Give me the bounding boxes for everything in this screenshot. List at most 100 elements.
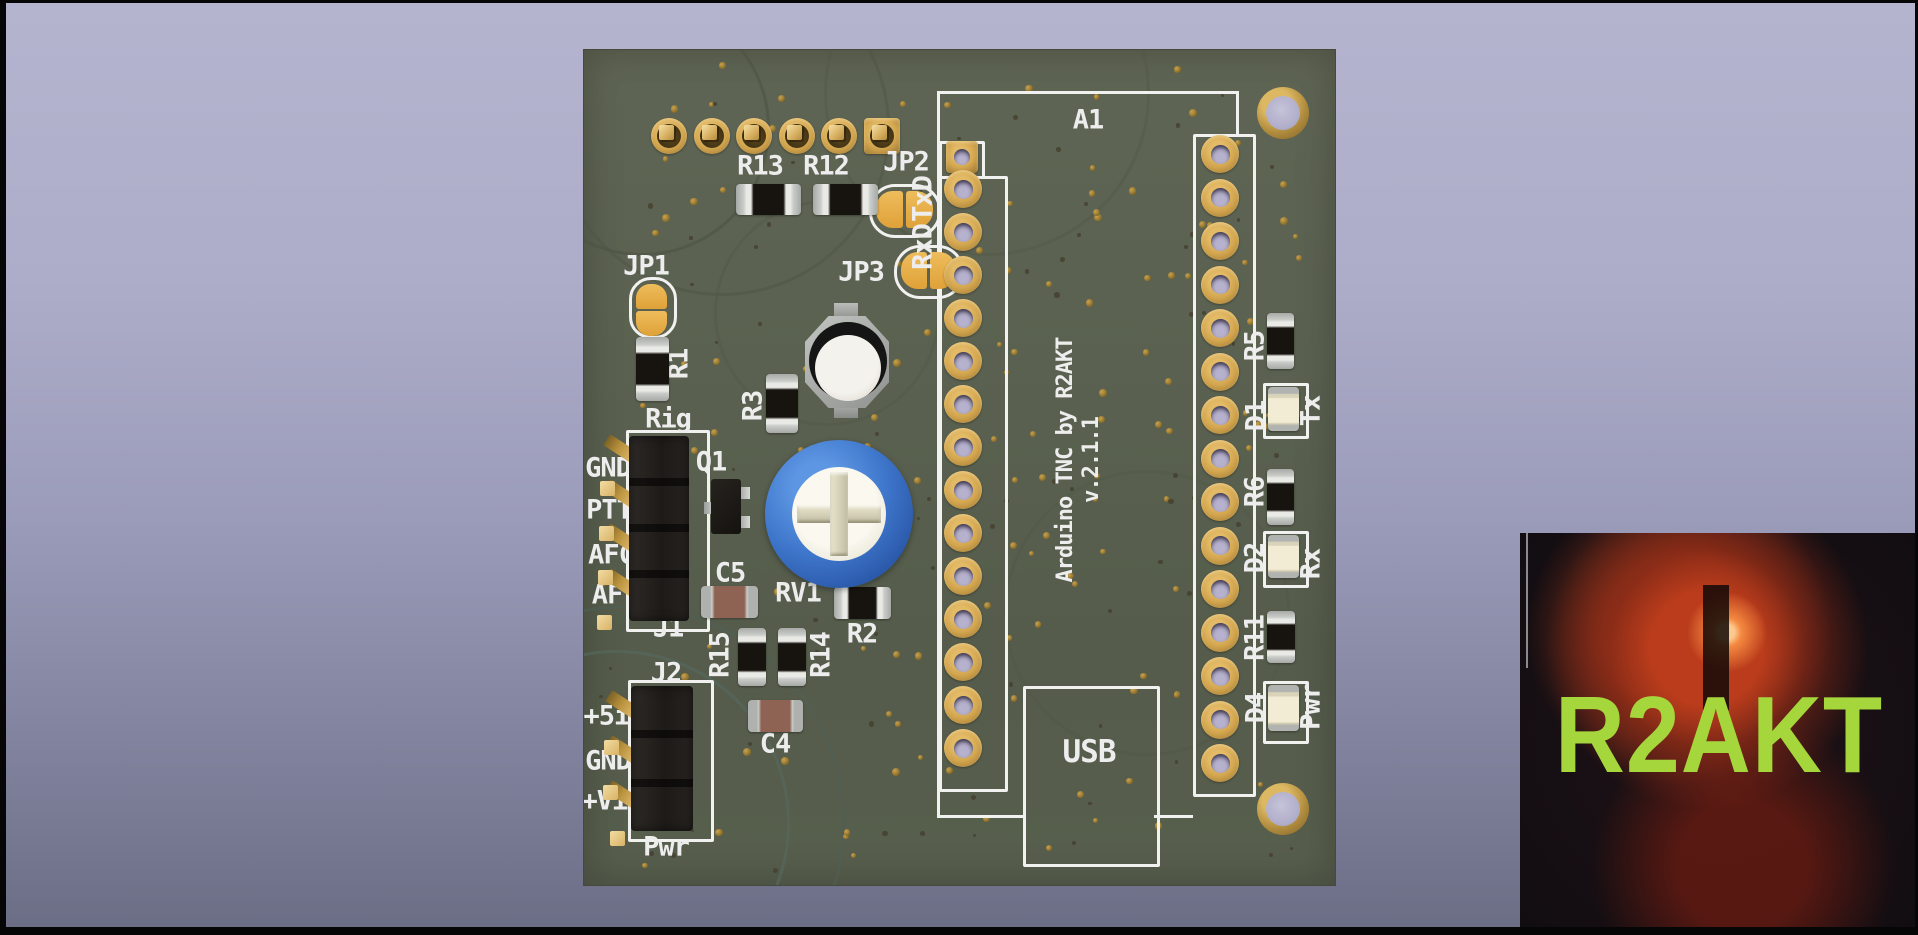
via-dot (1163, 496, 1169, 502)
logo-lamp-post (1703, 585, 1729, 710)
via-dot (1279, 181, 1288, 189)
via-dot (670, 105, 679, 113)
via-dot (1009, 541, 1017, 549)
silk-label-rig: Rig (645, 403, 692, 435)
capacitor-C5 (701, 586, 758, 618)
via-dot (893, 651, 901, 659)
header-pad (1201, 396, 1239, 434)
header-pad-hole (953, 523, 973, 543)
via-dot (1187, 591, 1193, 597)
via-dot (740, 398, 746, 404)
silk-label-usb: USB (1062, 734, 1117, 770)
via-dot (680, 360, 687, 367)
via-dot (1295, 254, 1302, 261)
led-d4-outline (1263, 681, 1309, 744)
via-dot (1235, 522, 1241, 528)
via-dot (1189, 232, 1195, 238)
logo-text: R2AKT (1554, 673, 1884, 796)
via-dot (1292, 233, 1298, 239)
resistor-R6 (1267, 469, 1294, 525)
top-row-pad (651, 118, 687, 154)
led-d1-outline (1263, 383, 1309, 439)
via-dot (1085, 299, 1094, 307)
via-dot (990, 524, 996, 530)
via-dot (930, 565, 935, 570)
header-pad-hole (1210, 449, 1230, 468)
via-dot (843, 829, 851, 836)
header-pad (1201, 483, 1239, 521)
connector-J2-pin-tip (604, 740, 619, 755)
silk-label-rx: Rx (1295, 548, 1327, 580)
via-dot (1130, 686, 1138, 694)
silk-label-d2: D2 (1239, 542, 1271, 574)
header-pad-hole (1210, 275, 1230, 294)
via-dot (1164, 378, 1172, 386)
resistor-R2 (834, 587, 891, 619)
via-dot (1071, 580, 1079, 588)
header-pad (944, 557, 982, 595)
header-pad-hole (953, 480, 973, 500)
via-dot (781, 756, 789, 765)
via-dot (892, 767, 900, 776)
silk-label-c5: C5 (714, 557, 747, 589)
usb-outline (1023, 686, 1160, 867)
resistor-R3 (766, 374, 798, 433)
capacitor-C4 (748, 700, 803, 732)
via-dot (914, 652, 923, 660)
via-dot (1030, 431, 1037, 438)
header-pad (1201, 526, 1239, 565)
via-dot (895, 721, 901, 727)
cut-pin-stub (659, 125, 674, 140)
header-pad (944, 600, 982, 638)
via-dot (975, 246, 983, 254)
header-pad (1201, 439, 1239, 478)
via-dot (1038, 474, 1046, 482)
header-pad (944, 428, 982, 466)
via-dot (742, 747, 751, 756)
via-dot (1142, 349, 1150, 356)
via-dot (983, 814, 991, 823)
jumper-JP2-pad (906, 191, 933, 228)
board-title-line2: v.2.1.1 (1079, 417, 1104, 503)
board-title: Arduino TNC by R2AKT v.2.1.1 (1053, 338, 1105, 583)
header-pad-hole (953, 695, 973, 715)
mounting-hole-bottom-right (1257, 783, 1309, 835)
via-dot (712, 358, 720, 366)
header-pad-hole (953, 308, 973, 328)
via-dot (1128, 187, 1136, 195)
top-row-pad (864, 118, 900, 154)
via-dot (1184, 245, 1188, 249)
via-dot (920, 831, 925, 836)
via-dot (1092, 208, 1100, 216)
via-dot (1088, 801, 1092, 806)
logo-image: R2AKT (1520, 533, 1918, 930)
header-pad-hole (953, 351, 973, 371)
via-dot (1126, 777, 1133, 785)
via-dot (647, 203, 654, 209)
cut-pin-stub (787, 125, 802, 140)
via-dot (710, 428, 718, 436)
via-dot (1067, 572, 1074, 580)
via-dot (1234, 139, 1242, 147)
header-pad-hole (1210, 144, 1230, 164)
via-dot (599, 694, 603, 698)
via-dot (719, 186, 726, 193)
via-dot (1167, 272, 1175, 279)
header-pad (1201, 744, 1239, 782)
cut-pin-stub (872, 125, 887, 140)
via-dot (758, 322, 762, 326)
header-pad (944, 385, 982, 423)
silk-label-pwr_led: Pwr (1295, 684, 1327, 730)
via-dot (1245, 444, 1252, 451)
via-dot (1099, 389, 1108, 397)
window-frame-left (0, 0, 6, 935)
jumper-JP3-pad (901, 252, 927, 289)
via-dot (1051, 479, 1057, 485)
via-dot (642, 862, 648, 868)
via-dot (1072, 841, 1076, 846)
header-pad (1201, 135, 1239, 173)
silk-label-jp1: JP1 (623, 250, 670, 282)
silk-label-r13: R13 (737, 150, 784, 182)
via-dot (971, 794, 977, 801)
